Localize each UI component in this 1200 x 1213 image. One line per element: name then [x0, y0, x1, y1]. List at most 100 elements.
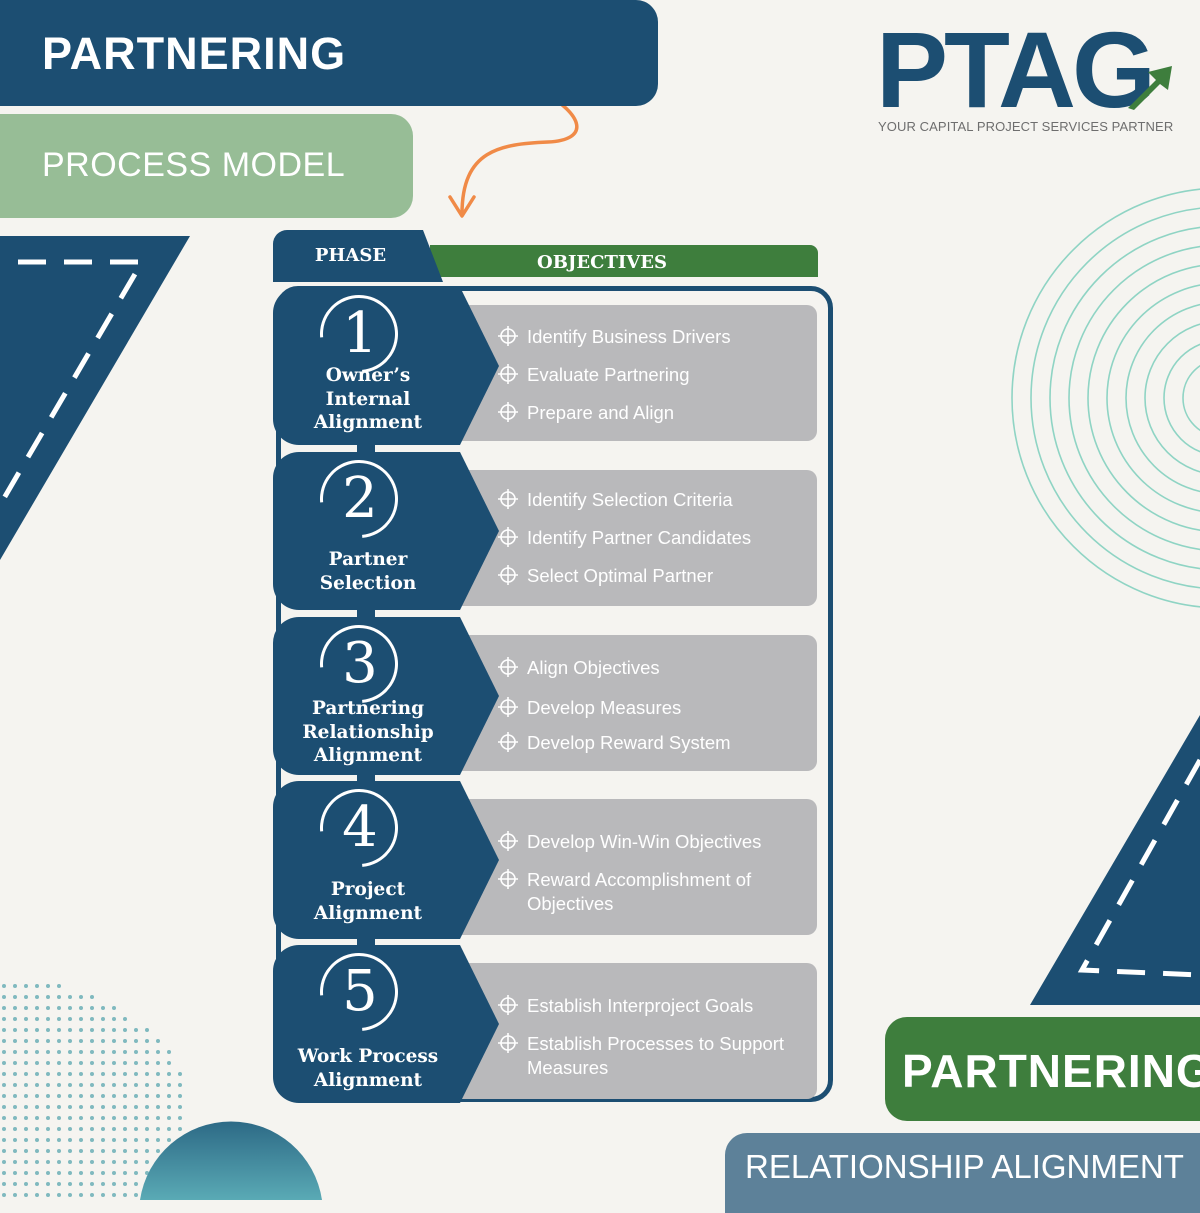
dot: [134, 1028, 138, 1032]
dot: [145, 1039, 149, 1043]
dot: [13, 1061, 17, 1065]
dot: [101, 1061, 105, 1065]
crosshair-icon: [497, 363, 519, 390]
dot: [13, 1083, 17, 1087]
dot: [156, 1149, 160, 1153]
dot: [68, 1182, 72, 1186]
dot: [57, 1061, 61, 1065]
dot: [13, 1072, 17, 1076]
dot: [24, 1094, 28, 1098]
objectives-box: [460, 799, 817, 935]
dot: [167, 1083, 171, 1087]
dot: [145, 1149, 149, 1153]
dot: [90, 1105, 94, 1109]
curly-arrow-head: [448, 195, 476, 218]
phase-name-line: Owner’s: [325, 365, 411, 386]
crosshair-icon: [497, 731, 519, 758]
dot: [57, 1028, 61, 1032]
dot: [46, 1116, 50, 1120]
dot: [13, 1160, 17, 1164]
dot: [13, 1017, 17, 1021]
dot: [57, 1006, 61, 1010]
dot: [156, 1094, 160, 1098]
dot: [112, 1182, 116, 1186]
dot: [24, 1116, 28, 1120]
dot: [46, 1182, 50, 1186]
dot: [101, 1182, 105, 1186]
dot: [68, 1193, 72, 1197]
dot: [79, 1050, 83, 1054]
dot: [35, 1072, 39, 1076]
dot: [145, 1083, 149, 1087]
dot: [112, 1017, 116, 1021]
dot: [112, 1116, 116, 1120]
dot: [134, 1105, 138, 1109]
dot: [101, 1039, 105, 1043]
dot: [79, 1083, 83, 1087]
concentric-rings-decoration: [1011, 188, 1200, 608]
dot: [13, 1127, 17, 1131]
dot: [79, 995, 83, 999]
dot: [13, 1028, 17, 1032]
dot: [123, 1171, 127, 1175]
dot: [46, 1149, 50, 1153]
phase-box: [273, 945, 499, 1103]
dot: [13, 1193, 17, 1197]
dot: [101, 1116, 105, 1120]
dot: [90, 1149, 94, 1153]
right-triangle-stitch: [1077, 758, 1200, 978]
phase-name-line: Alignment: [313, 902, 423, 924]
dot: [145, 1072, 149, 1076]
dot: [134, 1193, 138, 1197]
phase-name-line: Partnering: [311, 698, 425, 719]
crosshair-icon: [497, 1032, 519, 1059]
dot: [35, 1028, 39, 1032]
dot: [35, 1182, 39, 1186]
dot: [24, 1017, 28, 1021]
dot: [57, 1149, 61, 1153]
dot: [134, 1094, 138, 1098]
dot: [13, 1105, 17, 1109]
dot: [145, 1050, 149, 1054]
dot: [90, 1171, 94, 1175]
dot: [101, 1094, 105, 1098]
dot: [112, 1028, 116, 1032]
phase-name-line: Selection: [319, 572, 417, 594]
dot: [24, 984, 28, 988]
dot: [123, 1039, 127, 1043]
page-subtitle: PROCESS MODEL: [42, 146, 346, 184]
dot: [178, 1105, 182, 1109]
dot: [35, 1138, 39, 1142]
dot: [35, 1006, 39, 1010]
dot: [13, 995, 17, 999]
dot: [2, 1017, 6, 1021]
dot: [24, 995, 28, 999]
dot: [57, 1116, 61, 1120]
objective-item: Identify Partner Candidates: [527, 527, 752, 548]
objectives-box: [460, 470, 817, 606]
phase-box: [273, 452, 499, 610]
dot: [24, 1039, 28, 1043]
dot: [2, 1083, 6, 1087]
phase-number: 4: [342, 795, 378, 860]
dot: [167, 1105, 171, 1109]
dot: [134, 1149, 138, 1153]
crosshair-icon: [497, 868, 519, 895]
dot: [112, 1193, 116, 1197]
dot: [101, 1083, 105, 1087]
dot: [24, 1061, 28, 1065]
dot: [13, 1182, 17, 1186]
dot: [2, 1116, 6, 1120]
dot: [24, 1171, 28, 1175]
dot: [13, 1116, 17, 1120]
dot: [46, 1039, 50, 1043]
dot: [13, 984, 17, 988]
dot: [57, 984, 61, 988]
dot: [13, 1050, 17, 1054]
dot: [112, 1149, 116, 1153]
dot: [2, 1039, 6, 1043]
dot: [46, 1171, 50, 1175]
dot: [68, 1083, 72, 1087]
dot: [123, 1061, 127, 1065]
